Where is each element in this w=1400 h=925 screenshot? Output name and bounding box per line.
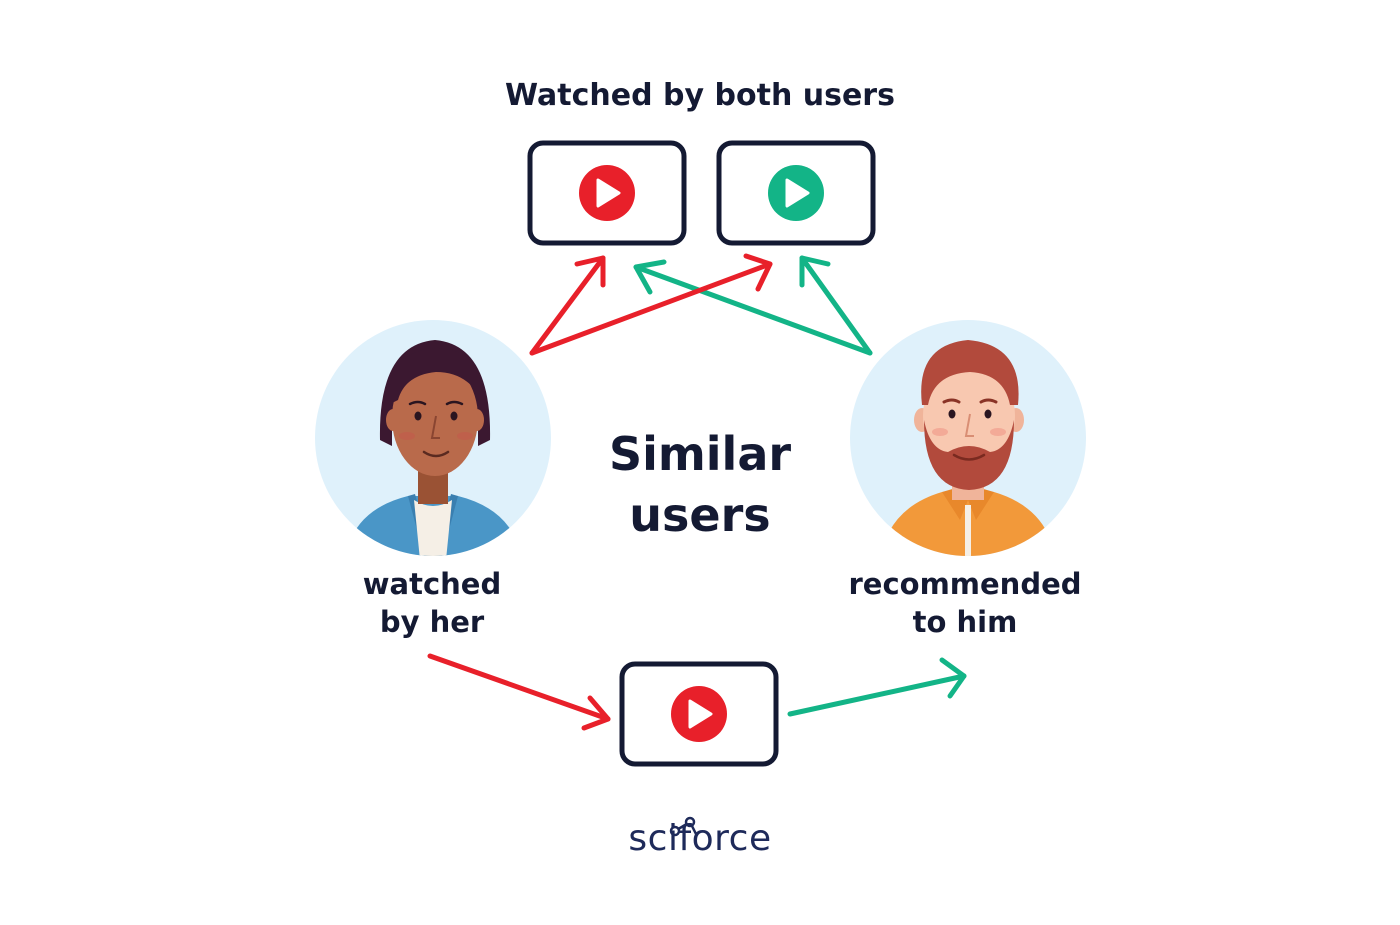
green-arrow-bottom (787, 657, 967, 717)
video-tile-bottom (619, 661, 779, 767)
her-avatar (315, 320, 551, 556)
green-arrows-top (633, 255, 873, 356)
her-label-line-1: watched (362, 567, 502, 601)
recommended-to-him-label: recommended to him (815, 566, 1115, 641)
sciforce-logo: sciforce (628, 818, 772, 859)
logo-mark-icon (669, 816, 699, 837)
her-label-line-2: by her (379, 604, 485, 639)
similar-users-line-2: users (629, 488, 771, 543)
him-label-line-1: recommended (848, 567, 1082, 601)
him-label-line-2: to him (912, 604, 1018, 639)
red-arrow-bottom (427, 653, 611, 731)
video-tile-top-right (716, 140, 876, 246)
similar-users-title: Similar users (560, 424, 840, 546)
watched-by-her-label: watched by her (312, 566, 552, 641)
red-arrows-top (529, 253, 773, 356)
watched-by-both-title: Watched by both users (505, 78, 895, 113)
play-red-icon (671, 686, 727, 742)
video-tile-top-left (527, 140, 687, 246)
him-avatar (850, 320, 1086, 556)
play-red-icon (579, 165, 635, 221)
similar-users-line-1: Similar (608, 427, 792, 481)
play-green-icon (768, 165, 824, 221)
